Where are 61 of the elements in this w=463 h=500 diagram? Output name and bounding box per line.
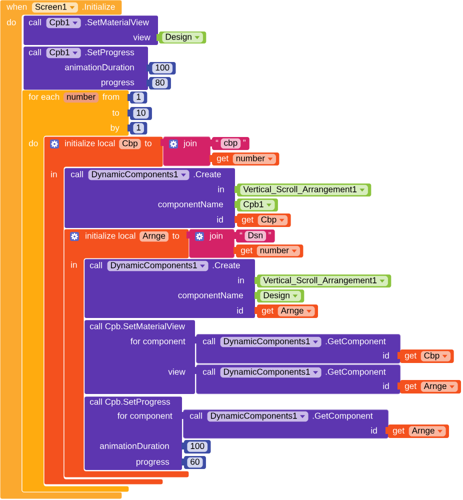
block-label: from (102, 93, 120, 100)
node-label: 1 (136, 124, 141, 130)
block-label: initialize local (65, 140, 115, 146)
node-label: 100 (190, 442, 204, 450)
quote-mark: ” (268, 232, 271, 234)
block-label: call (28, 48, 41, 56)
block-label: progress (136, 460, 170, 466)
block-label: initialize local (86, 232, 136, 239)
quote-mark: “ (216, 140, 218, 142)
block-label: componentName (178, 292, 243, 300)
block-label: in (218, 186, 224, 192)
block-label: id (371, 427, 377, 434)
block-label: animationDuration (64, 64, 134, 70)
block-label: .Initialize (82, 3, 115, 10)
block-label: for component (130, 338, 186, 346)
block-label: progress (101, 80, 134, 87)
block-label: to (144, 140, 152, 146)
number-field: 100 (187, 442, 208, 452)
block-label: do (28, 140, 38, 146)
node-label: 10 (136, 110, 146, 116)
block-label: in (71, 261, 77, 268)
block-label: view (168, 368, 186, 375)
block-label: .SetProgress (85, 49, 134, 57)
block-label: call (90, 262, 102, 268)
block-label: in (51, 170, 57, 178)
block-label: id (383, 382, 389, 390)
node-label: 100 (156, 64, 170, 71)
quote-mark: “ (240, 232, 242, 234)
block-label: in (238, 276, 244, 284)
block-label: call Cpb.SetProgress (90, 398, 170, 406)
block-label: by (110, 124, 120, 132)
node-label: 80 (156, 79, 164, 86)
block-label: to (112, 110, 120, 116)
block-label: call (202, 338, 215, 344)
block-label: call (28, 18, 41, 26)
block-label: .GetComponent (312, 412, 373, 420)
node-label: 1 (136, 94, 141, 100)
block-label: for each (28, 93, 60, 100)
block-label: for component (118, 412, 172, 420)
number-field: 100 (152, 63, 173, 74)
node-label: 60 (190, 458, 200, 465)
quote-mark: ” (243, 140, 246, 142)
block-label: call (202, 368, 215, 375)
block-label: .Create (212, 262, 240, 268)
block-label: .GetComponent (326, 368, 386, 376)
block-label: id (237, 307, 243, 314)
block-label: id (383, 352, 389, 359)
block-label: .Create (194, 171, 221, 178)
block-label: .SetMaterialView (85, 18, 150, 26)
block-label: animationDuration (100, 442, 169, 449)
block-label: when (6, 3, 27, 10)
block-label: to (172, 233, 180, 239)
block-label: call (190, 412, 202, 419)
block-label: .GetComponent (326, 338, 386, 346)
block-label: do (6, 18, 16, 26)
block-label: call Cpb.SetMaterialView (90, 322, 186, 331)
block-label: id (217, 216, 223, 223)
block-label: componentName (158, 201, 223, 209)
block-label: call (70, 170, 83, 178)
block-label: view (133, 34, 150, 40)
number-field: 80 (152, 78, 168, 88)
